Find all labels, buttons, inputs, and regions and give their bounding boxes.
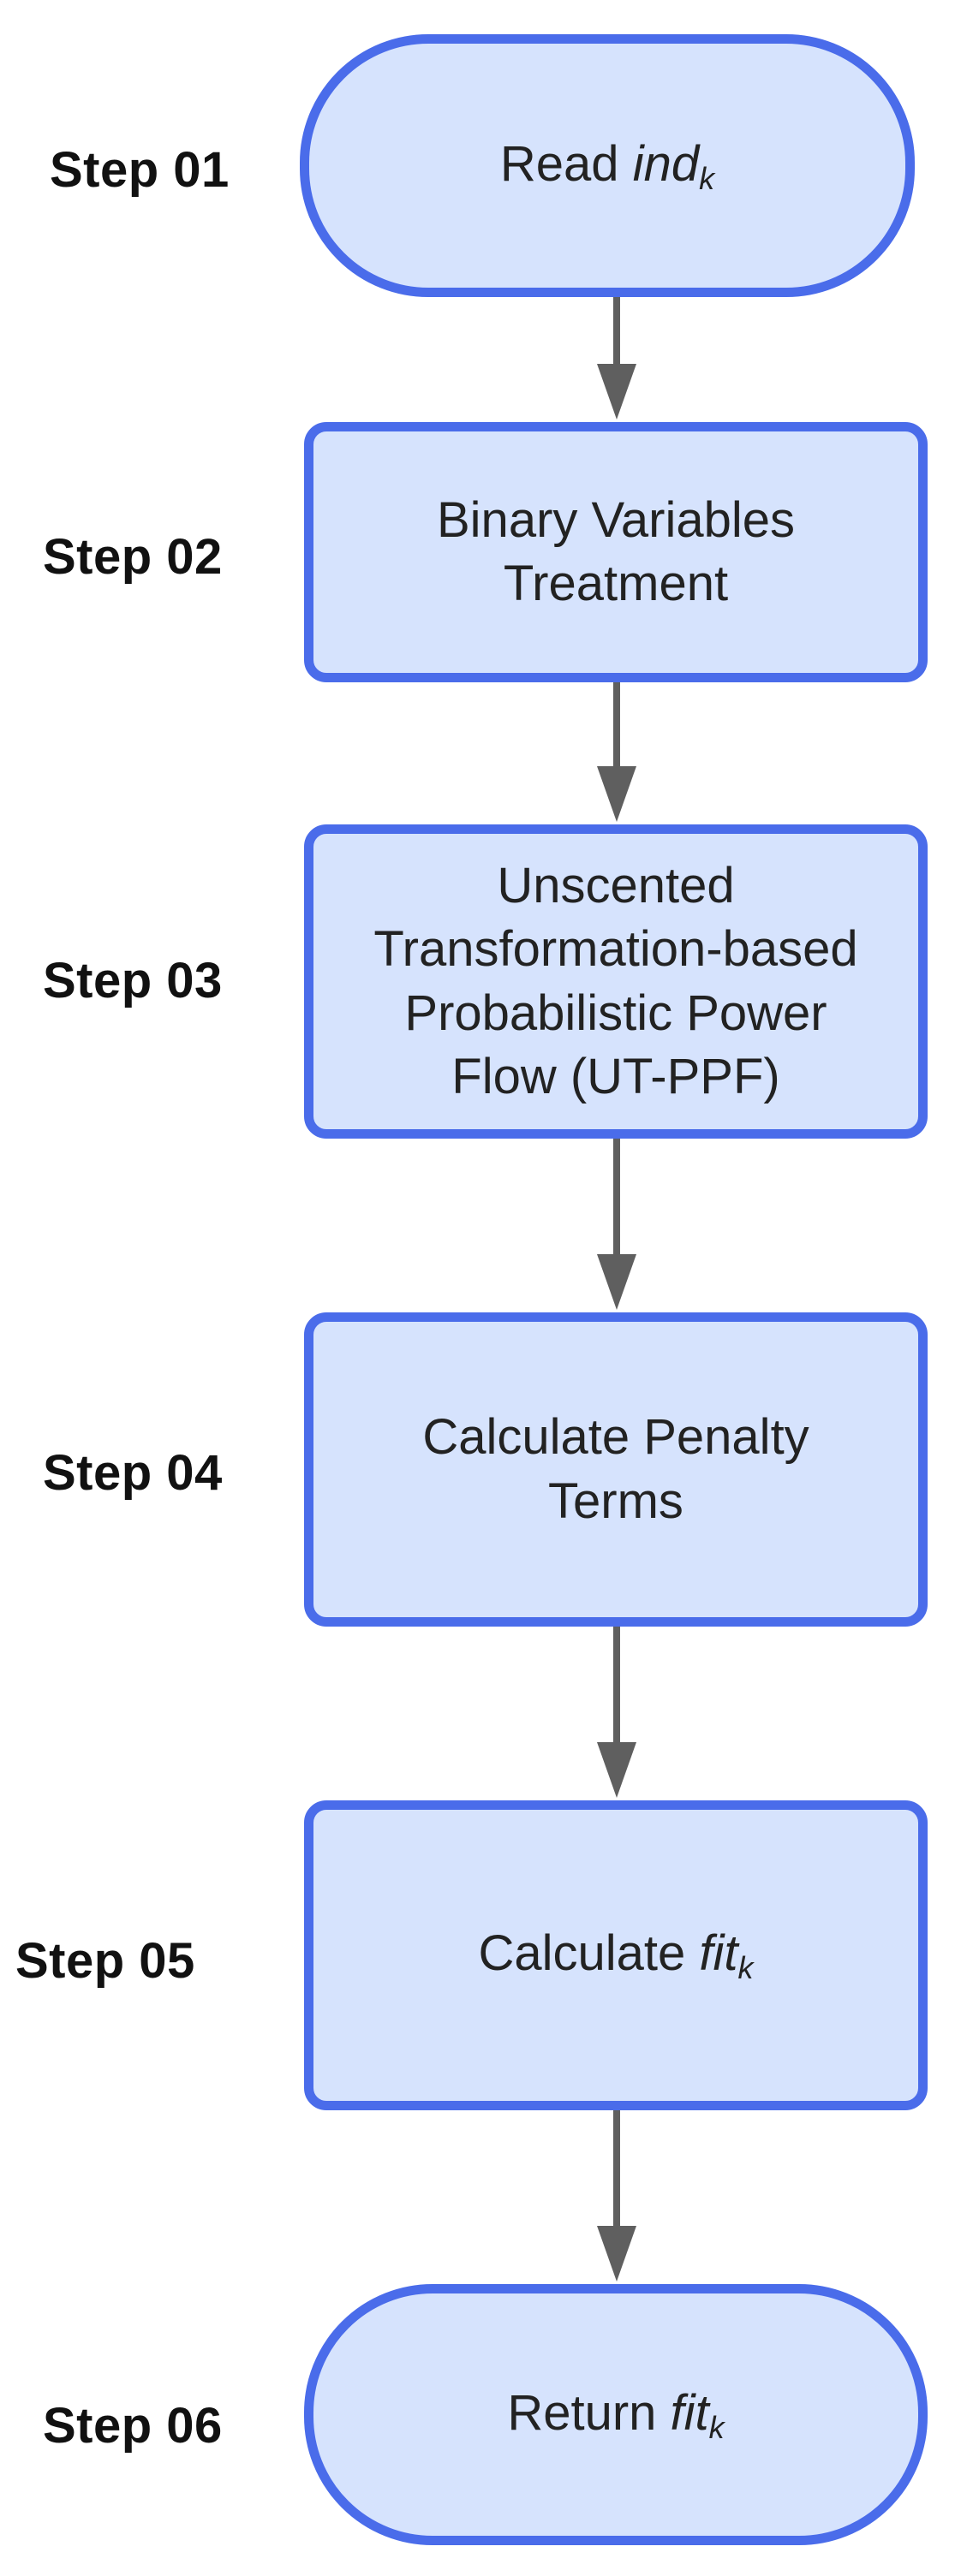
step-06-node-text: Return fitk [507, 2382, 724, 2448]
step-01-node-text: Read indk [500, 133, 714, 199]
step-label-01: Step 01 [50, 142, 230, 198]
step-03-node-text: Unscented Transformation-based Probabili… [373, 854, 857, 1109]
step-02-line-2: Treatment [503, 556, 729, 611]
connector-01-02 [597, 297, 636, 419]
step-05-line: Calculate fitk [478, 1922, 753, 1988]
step-05-math: fitk [699, 1925, 753, 1985]
step-03-process-node: Unscented Transformation-based Probabili… [304, 824, 928, 1139]
step-04-node-text: Calculate Penalty Terms [422, 1406, 809, 1532]
step-04-line-2: Terms [548, 1472, 683, 1529]
step-06-math: fitk [670, 2384, 725, 2445]
step-05-math-base: fit [699, 1925, 738, 1982]
arrowhead-01-02 [597, 364, 636, 419]
connector-05-06 [597, 2110, 636, 2282]
step-03-line-4: Flow (UT-PPF) [451, 1048, 780, 1104]
step-05-process-node: Calculate fitk [304, 1800, 928, 2110]
step-01-math-sub: k [699, 161, 715, 197]
step-06-math-sub: k [708, 2410, 725, 2446]
step-05-math-sub: k [737, 1950, 754, 1986]
step-05-node-text: Calculate fitk [478, 1922, 753, 1988]
step-label-03: Step 03 [43, 953, 223, 1008]
step-03-line-2: Transformation-based [373, 921, 858, 978]
step-01-math: indk [632, 135, 714, 196]
step-label-04: Step 04 [43, 1445, 223, 1501]
step-02-line-1: Binary Variables [436, 491, 795, 548]
step-01-text-prefix: Read [499, 135, 633, 192]
step-04-line-1: Calculate Penalty [422, 1409, 809, 1466]
step-label-02: Step 02 [43, 529, 223, 585]
step-label-06: Step 06 [43, 2398, 223, 2454]
step-label-05: Step 05 [15, 1933, 195, 1989]
step-06-math-base: fit [670, 2384, 709, 2441]
step-03-line-1: Unscented [497, 858, 735, 914]
step-01-terminal-node: Read indk [300, 34, 915, 297]
connector-03-04 [597, 1139, 636, 1310]
arrowhead-03-04 [597, 1254, 636, 1310]
connector-04-05 [597, 1627, 636, 1798]
arrowhead-05-06 [597, 2226, 636, 2282]
connector-02-03 [597, 682, 636, 822]
step-06-text-prefix: Return [507, 2384, 671, 2441]
arrowhead-02-03 [597, 766, 636, 822]
step-02-node-text: Binary Variables Treatment [437, 489, 795, 616]
step-02-process-node: Binary Variables Treatment [304, 422, 928, 682]
step-06-line: Return fitk [507, 2382, 724, 2448]
step-06-terminal-node: Return fitk [304, 2284, 928, 2545]
step-05-text-prefix: Calculate [478, 1925, 700, 1982]
arrowhead-04-05 [597, 1742, 636, 1798]
step-04-process-node: Calculate Penalty Terms [304, 1312, 928, 1627]
step-03-line-3: Probabilistic Power [404, 985, 827, 1041]
step-01-math-base: ind [632, 135, 700, 192]
step-01-line: Read indk [500, 133, 714, 199]
